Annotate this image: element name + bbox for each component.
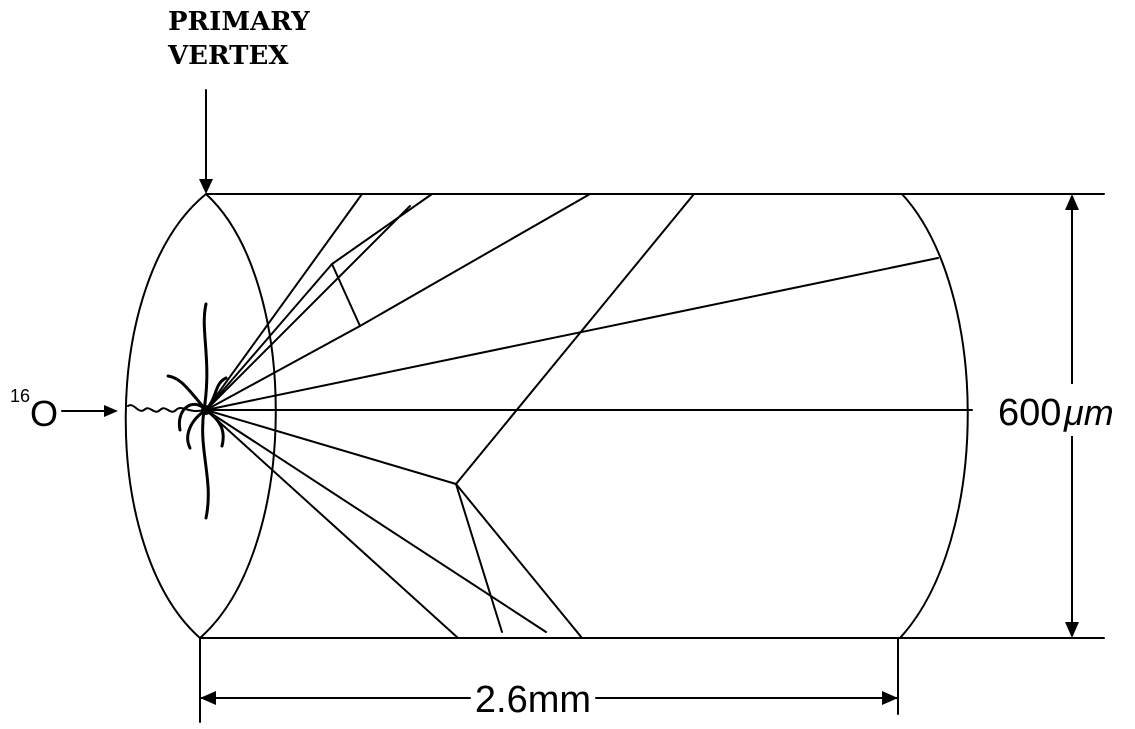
emulsion-cylinder xyxy=(124,193,1105,639)
primary-vertex-pointer-arrow xyxy=(199,89,213,194)
track-zigzag xyxy=(205,193,591,411)
right-end-face xyxy=(899,193,969,639)
beam-label-nucleus: O xyxy=(30,393,58,434)
left-end-face-back xyxy=(124,193,207,639)
track-zigzag-return xyxy=(331,193,433,265)
track-secondary-down-2 xyxy=(455,483,583,639)
width-dimension xyxy=(992,194,1132,638)
track-up-long xyxy=(205,257,939,411)
primary-vertex-label-line-2: VERTEX xyxy=(167,41,289,71)
track-steep-1 xyxy=(205,193,363,411)
track-secondary-down-1 xyxy=(455,483,503,633)
track-to-secondary-vertex xyxy=(205,409,457,485)
track-zigzag-start xyxy=(205,325,361,411)
track-steep-2 xyxy=(205,205,411,411)
incoming-beam-arrow xyxy=(61,404,205,417)
width-label-value: 600 xyxy=(998,392,1061,434)
track-down-1 xyxy=(205,409,459,639)
track-down-2 xyxy=(205,409,547,633)
left-end-face-front xyxy=(199,193,277,639)
primary-vertex-label-line-1: PRIMARY xyxy=(168,7,310,37)
length-label: 2.6mm xyxy=(475,679,591,721)
track-secondary-up xyxy=(455,193,695,485)
beam-label-superscript: 16 xyxy=(10,386,30,406)
length-dimension xyxy=(199,637,899,723)
width-label-unit: μm xyxy=(1063,392,1114,433)
secondary-tracks xyxy=(205,193,973,639)
